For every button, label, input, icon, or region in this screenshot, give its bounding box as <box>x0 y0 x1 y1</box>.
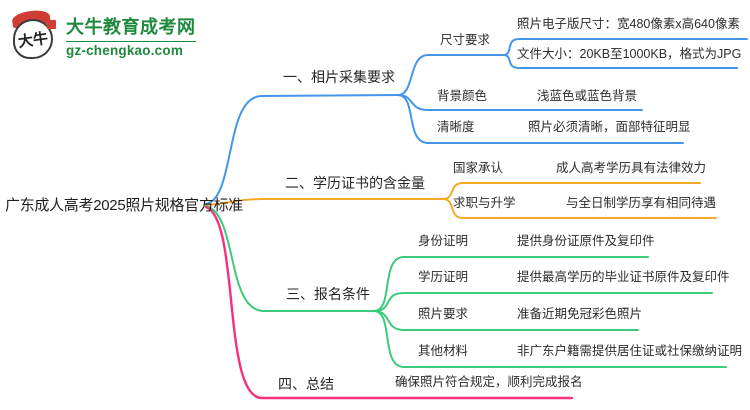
branch1-child-size-label: 尺寸要求 <box>440 33 491 47</box>
branch3-child1-label: 身份证明 <box>418 234 469 248</box>
branch1-child-bg-value: 浅蓝色或蓝色背景 <box>537 89 638 103</box>
connector-branch3 <box>205 205 375 312</box>
connector-branch1-clarity <box>397 94 684 144</box>
branch3-child1-value: 提供身份证原件及复印件 <box>517 234 655 248</box>
branch2-label: 二、学历证书的含金量 <box>285 175 425 191</box>
connector-branch2-row1 <box>442 182 701 200</box>
branch3-child4-label: 其他材料 <box>418 344 469 358</box>
connector-branch3-row4 <box>373 310 727 368</box>
branch3-child3-label: 照片要求 <box>418 307 469 321</box>
logo-seal <box>47 20 56 29</box>
branch1-child-clarity-value: 照片必须清晰，面部特征明显 <box>528 120 691 134</box>
connector-branch3-row1 <box>373 256 649 312</box>
brand-domain: gz-chengkao.com <box>66 40 196 58</box>
connector-branch2 <box>205 198 444 206</box>
branch1-leaf-pixel-size: 照片电子版尺寸：宽480像素x高640像素 <box>517 17 740 31</box>
branch2-child2-value: 与全日制学历享有相同待遇 <box>566 196 717 210</box>
connector-branch3-row2 <box>373 292 713 312</box>
branch3-child4-value: 非广东户籍需提供居住证或社保缴纳证明 <box>517 344 743 358</box>
connector-branch1 <box>205 94 399 205</box>
brand-name: 大牛教育成考网 <box>66 16 196 37</box>
branch2-child1-label: 国家承认 <box>453 161 504 175</box>
branch1-child-clarity-label: 清晰度 <box>437 120 475 134</box>
branch3-child2-value: 提供最高学历的毕业证书原件及复印件 <box>517 270 730 284</box>
branch3-child3-value: 准备近期免冠彩色照片 <box>517 307 643 321</box>
logo-text: 大牛教育成考网 gz-chengkao.com <box>66 13 196 58</box>
connector-branch2-row2 <box>442 198 717 219</box>
connector-branch1-leaf2 <box>502 54 738 69</box>
logo-icon-text: 大牛 <box>17 29 50 51</box>
logo-bull-icon: 大牛 <box>10 8 58 62</box>
root-node: 广东成人高考2025照片规格官方标准 <box>5 197 243 214</box>
branch2-child2-label: 求职与升学 <box>453 196 516 210</box>
branch2-child1-value: 成人高考学历具有法律效力 <box>556 161 707 175</box>
branch4-label: 四、总结 <box>278 376 334 392</box>
branch4-child1-value: 确保照片符合规定，顺利完成报名 <box>395 375 583 389</box>
site-logo: 大牛 大牛教育成考网 gz-chengkao.com <box>10 8 196 62</box>
logo-bubble: 大牛 <box>13 19 53 59</box>
branch3-label: 三、报名条件 <box>286 286 370 302</box>
connector-branch4 <box>204 205 574 400</box>
connector-branch1-size <box>397 54 504 96</box>
branch3-child2-label: 学历证明 <box>418 270 469 284</box>
branch1-child-bg-label: 背景颜色 <box>437 89 488 103</box>
branch1-label: 一、相片采集要求 <box>283 69 395 85</box>
branch1-leaf-file-size: 文件大小：20KB至1000KB，格式为JPG <box>517 47 742 61</box>
